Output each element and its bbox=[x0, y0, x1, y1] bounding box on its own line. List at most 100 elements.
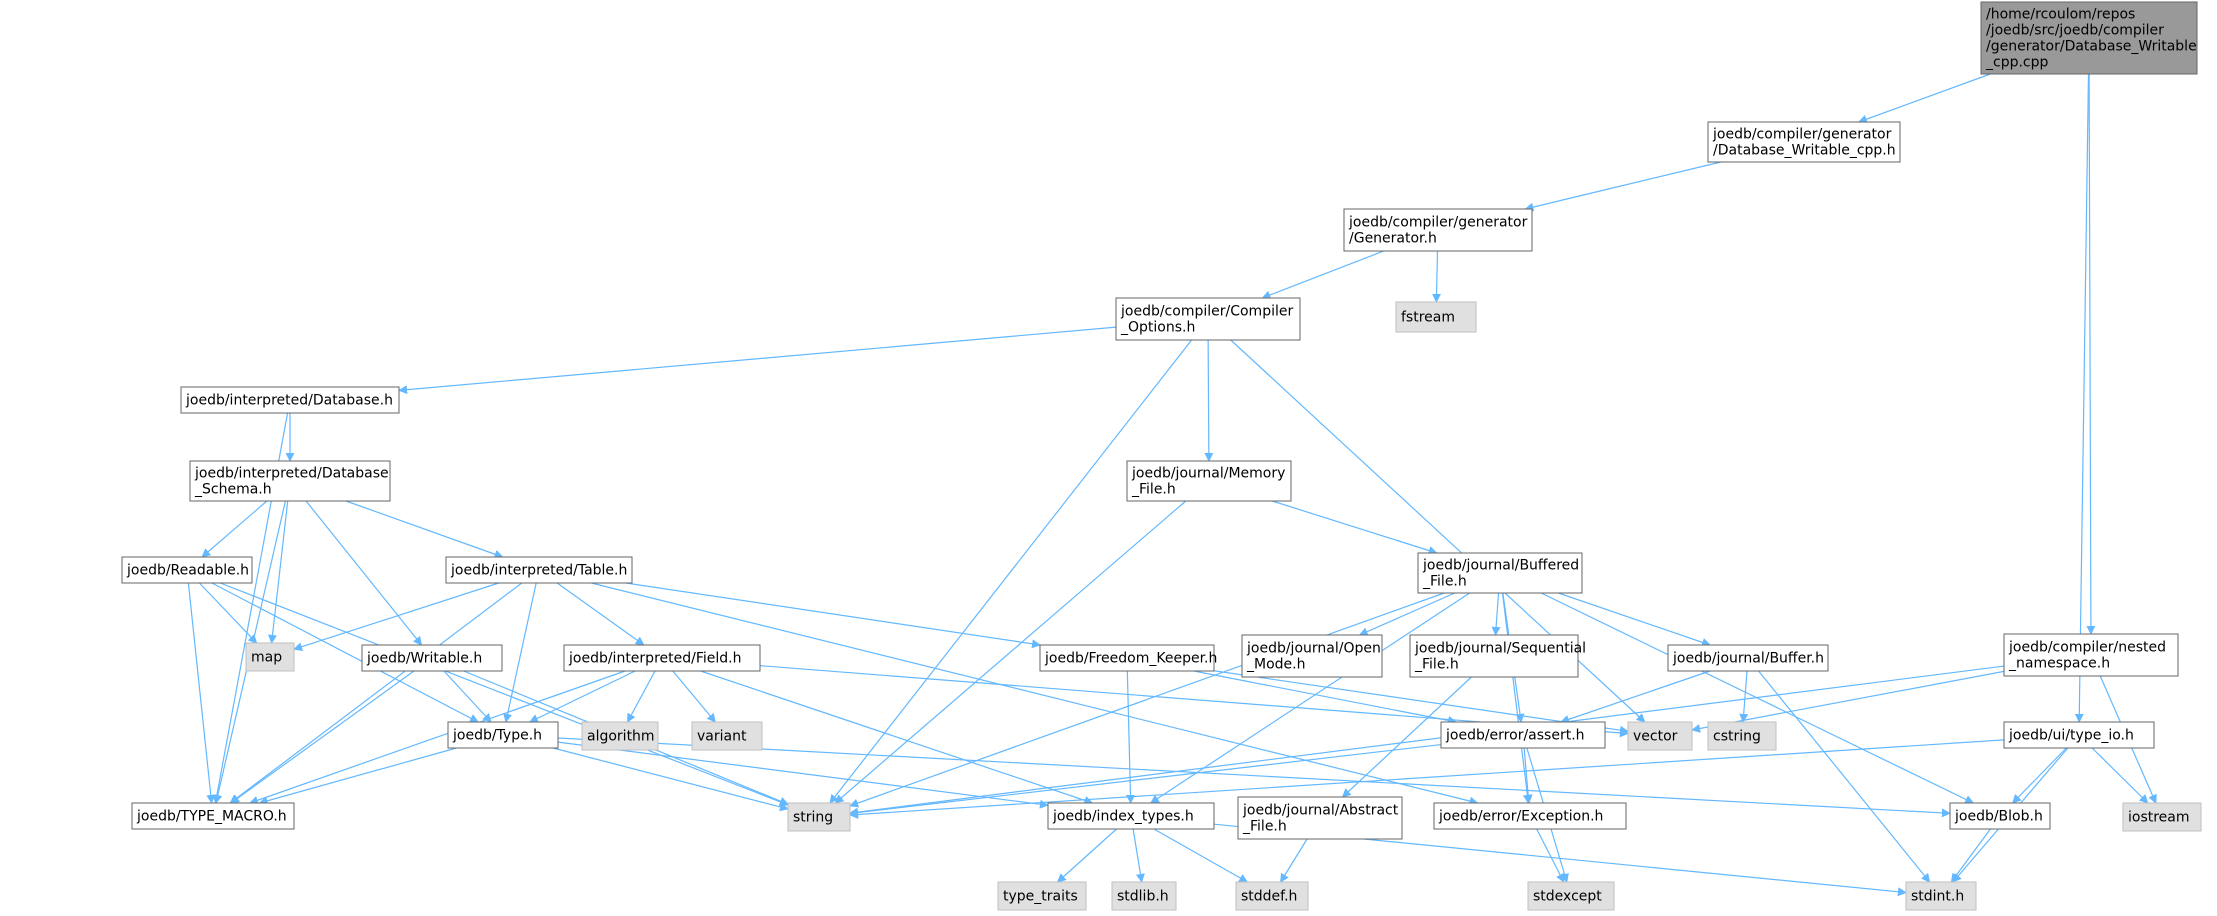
node-type_h[interactable]: joedb/Type.h bbox=[447, 721, 559, 749]
node-label: string bbox=[793, 809, 833, 825]
node-label: iostream bbox=[2128, 809, 2190, 825]
node-box bbox=[581, 721, 659, 751]
node-copt_h[interactable]: joedb/compiler/Compiler_Options.h bbox=[1115, 297, 1301, 341]
edge-copt_h-to-memfile_h bbox=[1204, 339, 1214, 462]
edge-nested_h-to-vector bbox=[1691, 670, 2005, 733]
node-label: _Mode.h bbox=[1246, 656, 1305, 672]
edge-absfile_h-to-stddef_h bbox=[1280, 838, 1308, 883]
node-label: stddef.h bbox=[1241, 888, 1297, 904]
node-box bbox=[1707, 721, 1777, 751]
node-label: joedb/journal/Buffer.h bbox=[1672, 650, 1824, 666]
edge-type_h-to-index_h bbox=[557, 741, 1049, 809]
edge-gen_h-to-fstream bbox=[1432, 250, 1442, 303]
node-freedom_h[interactable]: joedb/Freedom_Keeper.h bbox=[1039, 644, 1217, 672]
node-label: /joedb/src/joedb/compiler bbox=[1986, 22, 2164, 38]
node-label: type_traits bbox=[1003, 888, 1078, 904]
edge-field_h-to-algorithm bbox=[627, 670, 656, 723]
edge-blob_h-to-stdint_h bbox=[1950, 828, 1991, 883]
node-typeio_h[interactable]: joedb/ui/type_io.h bbox=[2003, 721, 2155, 749]
edge-writable_h-to-type_h bbox=[443, 670, 492, 723]
node-label: _File.h bbox=[1242, 818, 1287, 834]
node-idb_h[interactable]: joedb/interpreted/Database.h bbox=[180, 386, 400, 414]
node-box bbox=[563, 644, 761, 672]
node-string: string bbox=[787, 802, 851, 832]
edge-type_h-to-blob_h bbox=[557, 737, 1951, 818]
node-label: stdint.h bbox=[1911, 888, 1964, 904]
node-label: joedb/interpreted/Database bbox=[194, 465, 389, 481]
node-box bbox=[1241, 634, 1383, 678]
node-label: /Database_Writable_cpp.h bbox=[1713, 142, 1896, 158]
edge-index_h-to-type_traits bbox=[1056, 828, 1117, 883]
node-label: joedb/compiler/generator bbox=[1348, 214, 1528, 230]
edge-writable_h-to-tmacro_h bbox=[230, 670, 415, 804]
node-blob_h[interactable]: joedb/Blob.h bbox=[1949, 802, 2051, 830]
node-dbw_h[interactable]: joedb/compiler/generator/Database_Writab… bbox=[1707, 121, 1901, 163]
node-exception_h[interactable]: joedb/error/Exception.h bbox=[1433, 802, 1627, 830]
node-absfile_h[interactable]: joedb/journal/Abstract_File.h bbox=[1237, 796, 1403, 840]
node-buffer_h[interactable]: joedb/journal/Buffer.h bbox=[1667, 644, 1829, 672]
node-label: joedb/ui/type_io.h bbox=[2008, 727, 2134, 743]
node-box bbox=[1343, 208, 1533, 252]
edge-type_h-to-tmacro_h bbox=[258, 747, 457, 806]
edge-memfile_h-to-string bbox=[834, 500, 1187, 804]
edge-ischema_h-to-table_h bbox=[345, 500, 504, 559]
edge-field_h-to-variant bbox=[672, 670, 716, 723]
edge-ischema_h-to-readable_h bbox=[201, 500, 268, 558]
node-label: map bbox=[251, 649, 282, 665]
node-writable_h[interactable]: joedb/Writable.h bbox=[361, 644, 503, 672]
node-stdexcept: stdexcept bbox=[1527, 881, 1615, 911]
edge-table_h-to-tmacro_h bbox=[229, 582, 523, 804]
node-nested_h[interactable]: joedb/compiler/nested_namespace.h bbox=[2003, 633, 2179, 677]
node-box bbox=[245, 642, 295, 672]
node-label: /Generator.h bbox=[1349, 230, 1437, 246]
node-box bbox=[1115, 297, 1301, 341]
node-box bbox=[1126, 460, 1292, 502]
node-box bbox=[1949, 802, 2051, 830]
node-label: joedb/journal/Sequential bbox=[1414, 640, 1586, 656]
edge-buffered_h-to-string bbox=[849, 592, 1445, 808]
node-label: joedb/journal/Memory bbox=[1131, 465, 1285, 481]
edge-root-to-dbw_h bbox=[1857, 73, 1991, 124]
node-label: joedb/Freedom_Keeper.h bbox=[1044, 650, 1217, 666]
node-box bbox=[1395, 301, 1477, 333]
node-label: joedb/Blob.h bbox=[1954, 808, 2043, 824]
node-label: _Schema.h bbox=[194, 481, 272, 497]
edge-seqfile_h-to-absfile_h bbox=[1341, 676, 1472, 798]
node-label: joedb/interpreted/Table.h bbox=[450, 562, 627, 578]
node-tmacro_h[interactable]: joedb/TYPE_MACRO.h bbox=[131, 802, 295, 830]
edge-buffer_h-to-assert_h bbox=[1560, 670, 1711, 724]
node-label: joedb/error/Exception.h bbox=[1438, 808, 1603, 824]
node-field_h[interactable]: joedb/interpreted/Field.h bbox=[563, 644, 761, 672]
nodes: /home/rcoulom/repos/joedb/src/joedb/comp… bbox=[121, 1, 2202, 911]
node-seqfile_h[interactable]: joedb/journal/Sequential_File.h bbox=[1409, 634, 1586, 678]
node-box bbox=[1627, 721, 1693, 751]
node-buffered_h[interactable]: joedb/journal/Buffered_File.h bbox=[1417, 552, 1583, 594]
node-index_h[interactable]: joedb/index_types.h bbox=[1047, 802, 1215, 830]
node-gen_h[interactable]: joedb/compiler/generator/Generator.h bbox=[1343, 208, 1533, 252]
edge-buffer_h-to-stdint_h bbox=[1758, 670, 1931, 883]
node-label: joedb/journal/Buffered bbox=[1422, 557, 1579, 573]
node-ischema_h[interactable]: joedb/interpreted/Database_Schema.h bbox=[189, 460, 391, 502]
node-box bbox=[121, 556, 253, 584]
node-table_h[interactable]: joedb/interpreted/Table.h bbox=[445, 556, 633, 584]
node-label: _File.h bbox=[1422, 573, 1467, 589]
edge-assert_h-to-string bbox=[849, 743, 1442, 817]
node-root[interactable]: /home/rcoulom/repos/joedb/src/joedb/comp… bbox=[1980, 1, 2198, 75]
node-label: _namespace.h bbox=[2008, 655, 2110, 671]
node-assert_h[interactable]: joedb/error/assert.h bbox=[1440, 721, 1606, 749]
node-cstring: cstring bbox=[1707, 721, 1777, 751]
node-box bbox=[1047, 802, 1215, 830]
node-box bbox=[447, 721, 559, 749]
node-label: _cpp.cpp bbox=[1985, 54, 2049, 70]
node-box bbox=[131, 802, 295, 830]
node-vector: vector bbox=[1627, 721, 1693, 751]
edge-root-to-typeio_h bbox=[2074, 73, 2090, 723]
node-label: vector bbox=[1633, 728, 1678, 744]
edge-assert_h-to-exception_h bbox=[1523, 747, 1533, 804]
edge-field_h-to-index_h bbox=[700, 670, 1094, 805]
node-label: fstream bbox=[1401, 309, 1455, 325]
node-memfile_h[interactable]: joedb/journal/Memory_File.h bbox=[1126, 460, 1292, 502]
node-openmode_h[interactable]: joedb/journal/Open_Mode.h bbox=[1241, 634, 1383, 678]
node-readable_h[interactable]: joedb/Readable.h bbox=[121, 556, 253, 584]
